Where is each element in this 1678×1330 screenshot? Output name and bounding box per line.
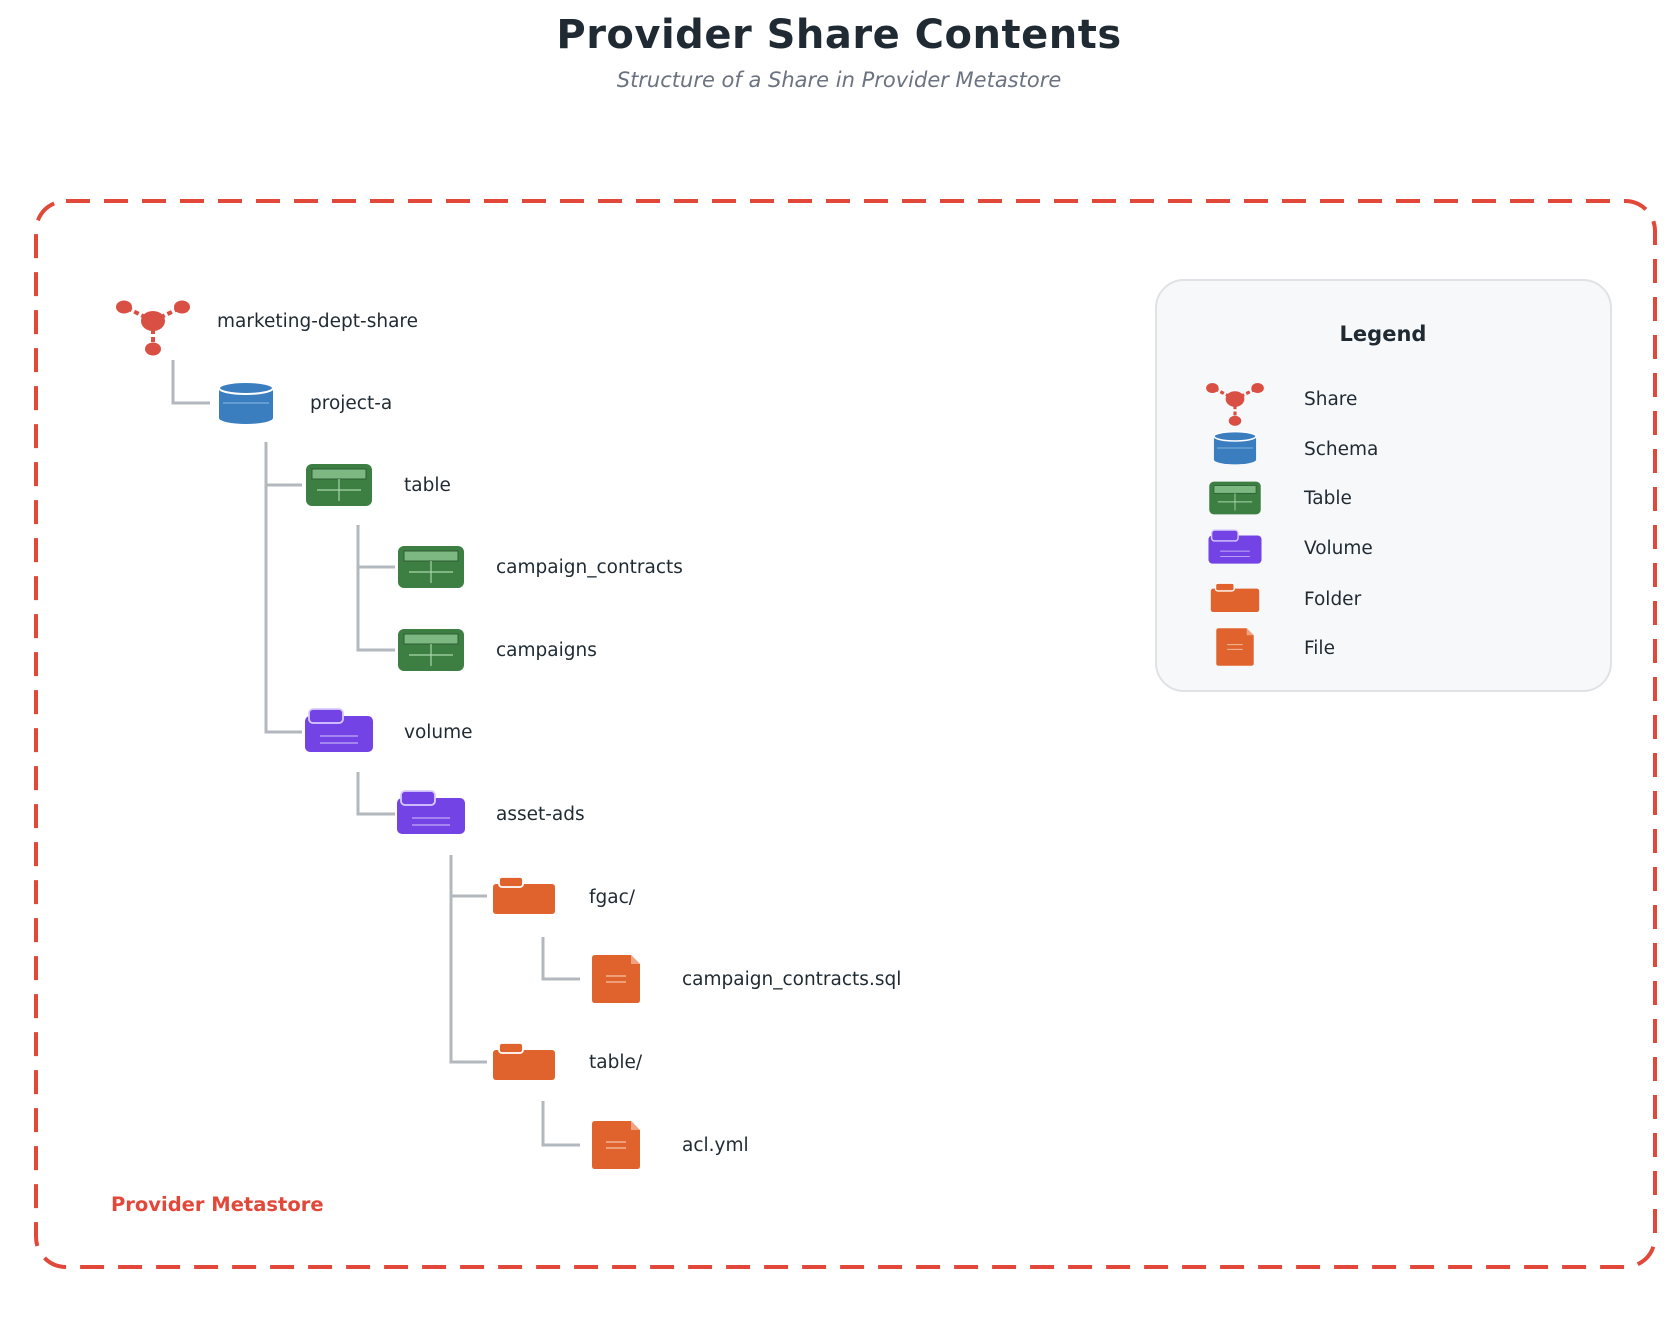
legend-icon-table [1209, 481, 1261, 515]
tree-connector-6 [449, 855, 487, 898]
tree-connector-7 [449, 896, 487, 1064]
tree-icon-table-4 [398, 629, 464, 671]
node-label-asset-ads: asset-ads [496, 804, 585, 825]
legend-icon-schema [1213, 430, 1257, 465]
node-label-fgac-folder: fgac/ [589, 887, 635, 908]
tree-connector-0 [171, 360, 210, 405]
tree-connector-1 [264, 442, 302, 487]
node-label-campaign-contracts: campaign_contracts [496, 557, 683, 578]
tree-connector-8 [541, 937, 580, 981]
node-label-table-folder: table/ [589, 1052, 643, 1073]
tree-connector-5 [356, 772, 395, 816]
tree-connector-9 [541, 1101, 580, 1147]
legend-icon-file [1216, 628, 1254, 666]
legend-label-volume: Volume [1304, 538, 1373, 559]
tree-icon-table-3 [398, 546, 464, 588]
node-label-volume-group: volume [404, 722, 473, 743]
legend-label-table: Table [1304, 488, 1352, 509]
node-label-table-group: table [404, 475, 451, 496]
node-label-campaigns: campaigns [496, 640, 597, 661]
tree-connector-4 [356, 567, 395, 652]
tree-icon-volume-6 [397, 790, 465, 834]
node-label-share: marketing-dept-share [217, 311, 419, 332]
legend-icon-folder [1210, 582, 1260, 613]
tree-icon-folder-7 [493, 876, 555, 914]
tree-icon-table-2 [306, 464, 372, 506]
provider-metastore-container [34, 199, 1657, 1269]
tree-icon-file-8 [592, 955, 640, 1003]
node-label-schema: project-a [310, 393, 393, 414]
tree-connector-2 [264, 485, 302, 734]
legend-icon-share [1206, 383, 1264, 426]
legend-label-file: File [1304, 638, 1335, 659]
diagram-title: Provider Share Contents [556, 12, 1122, 58]
tree-icon-file-10 [592, 1121, 640, 1169]
provider-metastore-label: Provider Metastore [111, 1193, 324, 1216]
legend-icon-volume [1208, 529, 1262, 564]
tree-connectors [171, 360, 580, 1147]
tree-icon-schema-1 [218, 381, 274, 424]
diagram-subtitle: Structure of a Share in Provider Metasto… [616, 68, 1062, 92]
tree-icons [116, 300, 640, 1169]
legend-title: Legend [1339, 322, 1427, 346]
tree-connector-3 [356, 525, 395, 569]
legend-label-folder: Folder [1304, 589, 1362, 610]
legend-label-schema: Schema [1304, 439, 1379, 460]
legend-icons [1206, 383, 1264, 666]
node-label-acl-yml: acl.yml [682, 1135, 749, 1156]
tree-icon-volume-5 [305, 708, 373, 752]
legend-label-share: Share [1304, 389, 1358, 410]
tree-icon-share-0 [116, 300, 190, 356]
tree-icon-folder-9 [493, 1042, 555, 1080]
node-label-campaign-contracts-sql: campaign_contracts.sql [682, 969, 902, 990]
legend-box [1155, 279, 1612, 692]
